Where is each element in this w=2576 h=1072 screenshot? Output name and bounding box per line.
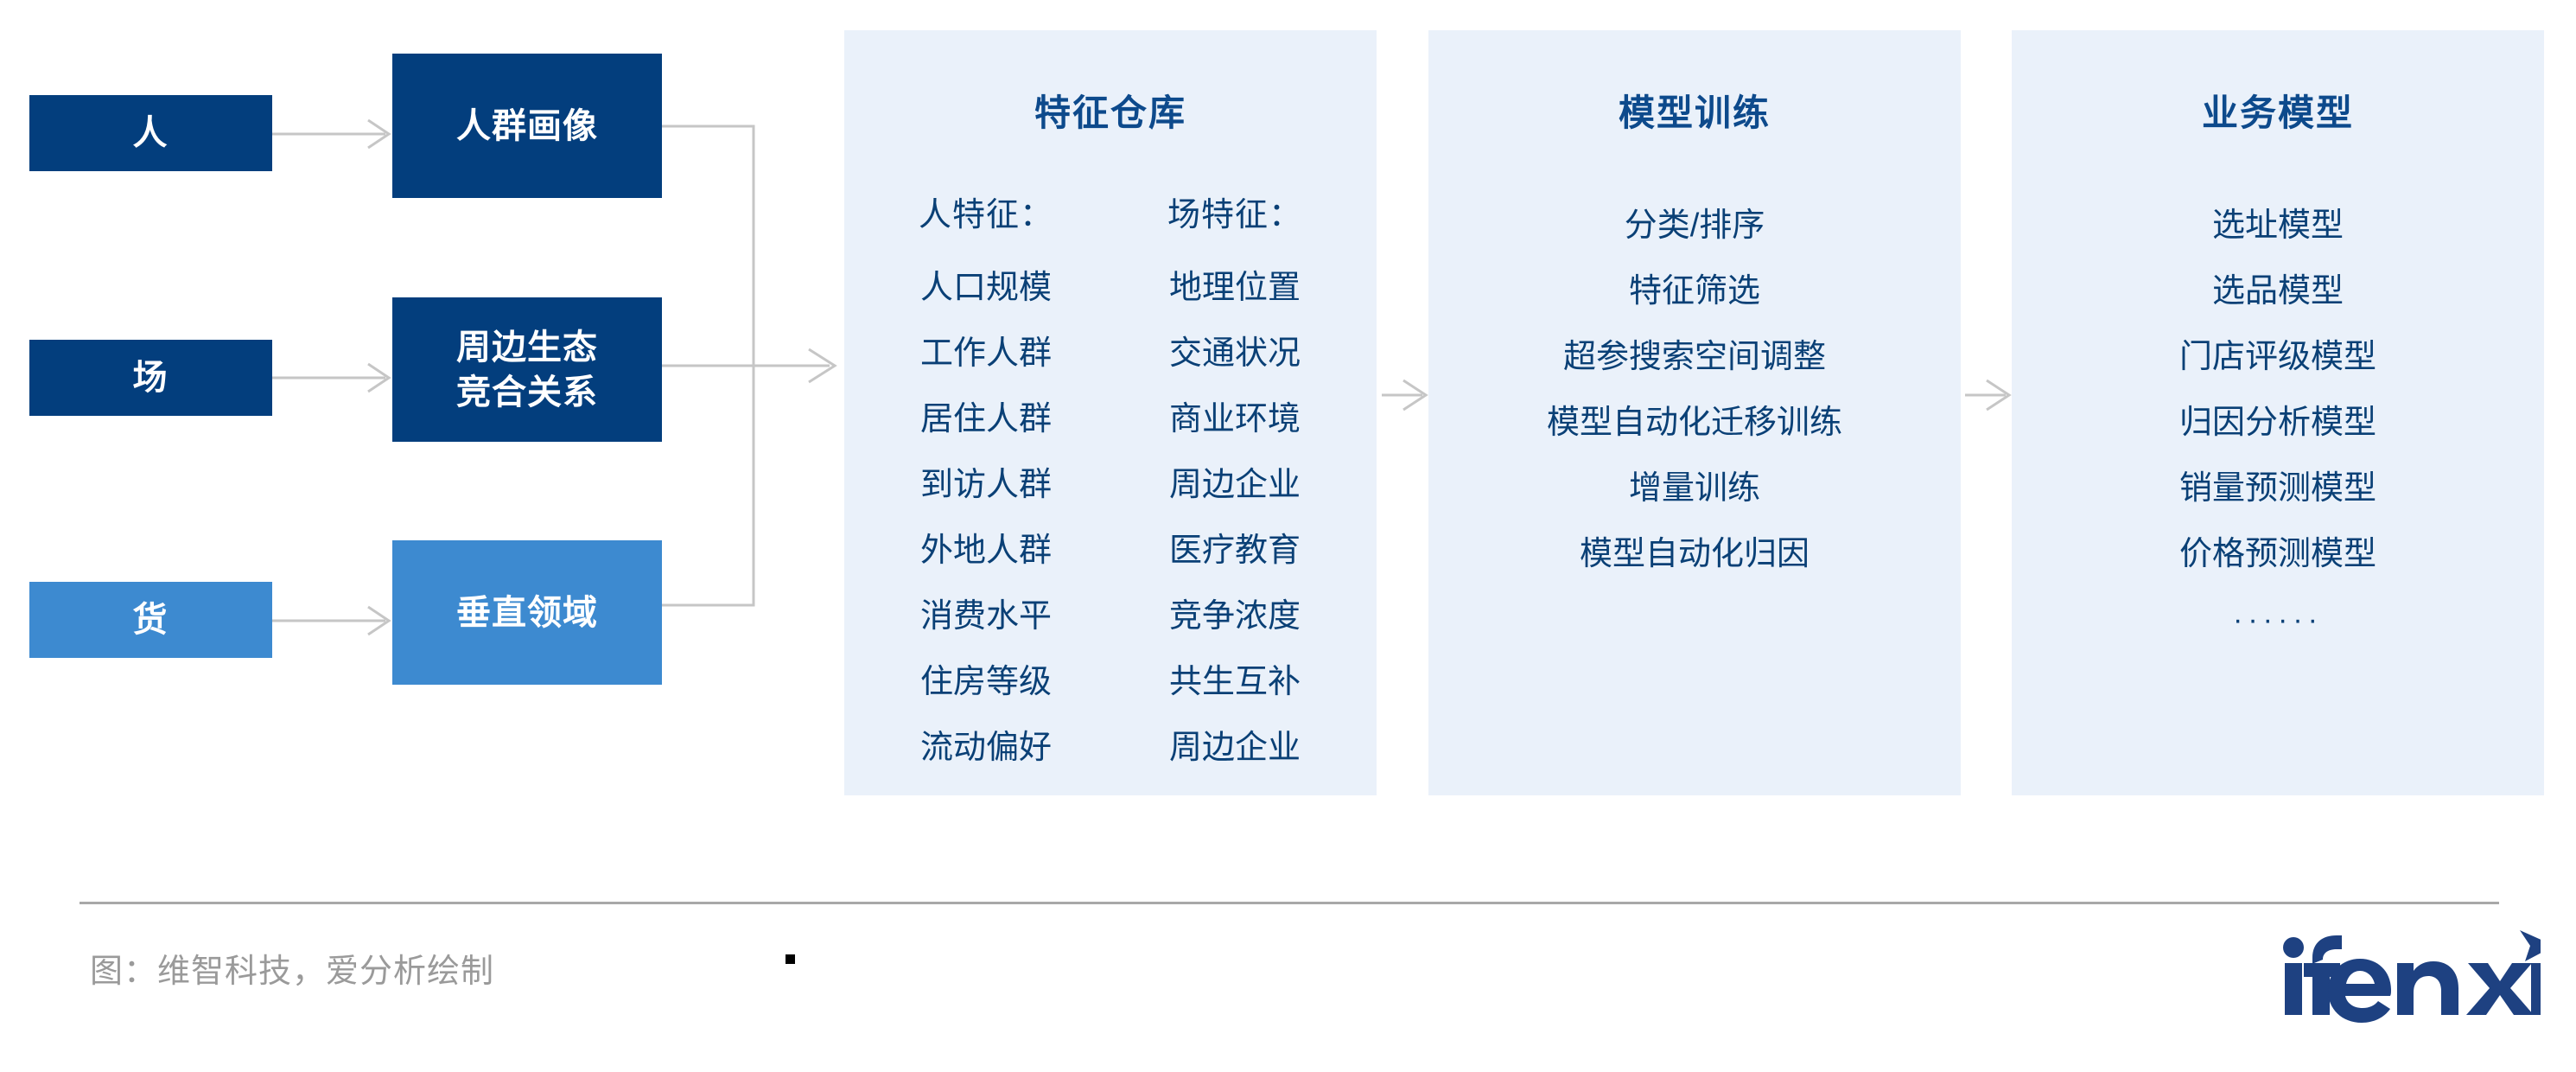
source-box-goods-label: 货: [132, 601, 169, 639]
business-model-item: 价格预测模型: [2178, 536, 2376, 572]
stage-box-surrounding-ecology[interactable]: 周边生态 竞合关系: [392, 297, 662, 442]
panel-model-training[interactable]: 模型训练 分类/排序 特征筛选 超参搜索空间调整 模型自动化迁移训练 增量训练 …: [1428, 30, 1961, 795]
business-model-item: 门店评级模型: [2178, 339, 2376, 375]
feature-item: 地理位置: [1168, 270, 1301, 306]
source-box-place[interactable]: 场: [29, 340, 272, 416]
panel-business-model-title: 业务模型: [2201, 93, 2354, 133]
decorative-dot: [786, 954, 795, 964]
stage-box-surrounding-ecology-line1: 周边生态: [456, 328, 598, 367]
feature-item: 外地人群: [919, 533, 1052, 569]
merge-bus: [662, 124, 755, 607]
source-box-person-label: 人: [132, 114, 169, 152]
model-training-item: 模型自动化迁移训练: [1546, 405, 1842, 441]
feature-column-person-header: 人特征：: [918, 197, 1053, 233]
business-model-item: 销量预测模型: [2178, 470, 2376, 507]
arrow-head-src1: [367, 118, 391, 150]
ifenxi-logo[interactable]: [2281, 925, 2554, 1029]
panel-business-model[interactable]: 业务模型 选址模型 选品模型 门店评级模型 归因分析模型 销量预测模型 价格预测…: [2012, 30, 2544, 795]
feature-column-place: 场特征： 地理位置 交通状况 商业环境 周边企业 医疗教育 竞争浓度 共生互补 …: [1135, 175, 1334, 781]
feature-column-place-header: 场特征：: [1167, 197, 1302, 233]
feature-item: 人口规模: [919, 270, 1052, 306]
model-training-list: 分类/排序 特征筛选 超参搜索空间调整 模型自动化迁移训练 增量训练 模型自动化…: [1428, 193, 1961, 587]
feature-item: 住房等级: [919, 664, 1052, 700]
panel-feature-warehouse-title: 特征仓库: [1034, 93, 1186, 133]
arrow-head-src3: [367, 605, 391, 636]
stage-box-surrounding-ecology-line2: 竞合关系: [456, 373, 598, 412]
model-training-item: 特征筛选: [1628, 273, 1760, 309]
feature-item: 交通状况: [1168, 335, 1301, 372]
arrow-head-p2-p3: [1986, 379, 2012, 412]
source-box-goods[interactable]: 货: [29, 582, 272, 658]
feature-item: 流动偏好: [919, 730, 1052, 766]
feature-columns: 人特征： 人口规模 工作人群 居住人群 到访人群 外地人群 消费水平 住房等级 …: [844, 175, 1377, 781]
model-training-item: 模型自动化归因: [1579, 536, 1810, 572]
arrow-head-src2: [367, 362, 391, 393]
business-model-item: 归因分析模型: [2178, 405, 2376, 441]
feature-item: 医疗教育: [1168, 533, 1301, 569]
business-model-list: 选址模型 选品模型 门店评级模型 归因分析模型 销量预测模型 价格预测模型 ··…: [2012, 193, 2544, 653]
feature-item: 居住人群: [919, 401, 1052, 437]
arrow-head-p1-p2: [1402, 379, 1428, 412]
panel-model-training-title: 模型训练: [1618, 93, 1771, 133]
arrow-head-bus: [808, 348, 837, 384]
feature-item: 到访人群: [919, 467, 1052, 503]
model-training-item: 超参搜索空间调整: [1562, 339, 1826, 375]
feature-item: 消费水平: [919, 598, 1052, 635]
feature-item: 商业环境: [1168, 401, 1301, 437]
stage-box-crowd-profile[interactable]: 人群画像: [392, 54, 662, 198]
feature-item: 工作人群: [919, 335, 1052, 372]
stage-box-vertical-domain-label: 垂直领域: [456, 593, 598, 632]
source-box-person[interactable]: 人: [29, 95, 272, 171]
feature-item: 竞争浓度: [1168, 598, 1301, 635]
model-training-item: 分类/排序: [1624, 207, 1765, 244]
feature-item: 共生互补: [1168, 664, 1301, 700]
stage-box-crowd-profile-label: 人群画像: [456, 106, 598, 145]
feature-column-person: 人特征： 人口规模 工作人群 居住人群 到访人群 外地人群 消费水平 住房等级 …: [887, 175, 1085, 781]
business-model-ellipsis: ······: [2233, 603, 2323, 636]
footer-credit: 图：维智科技，爱分析绘制: [90, 954, 495, 990]
footer-divider: [80, 902, 2499, 904]
source-box-place-label: 场: [132, 359, 169, 397]
business-model-item: 选址模型: [2211, 207, 2344, 244]
business-model-item: 选品模型: [2211, 273, 2344, 309]
panel-feature-warehouse[interactable]: 特征仓库 人特征： 人口规模 工作人群 居住人群 到访人群 外地人群 消费水平 …: [844, 30, 1377, 795]
model-training-item: 增量训练: [1628, 470, 1760, 507]
feature-item: 周边企业: [1168, 730, 1301, 766]
ifenxi-logo-mark: [2283, 930, 2554, 1023]
feature-item: 周边企业: [1168, 467, 1301, 503]
stage-box-vertical-domain[interactable]: 垂直领域: [392, 540, 662, 685]
